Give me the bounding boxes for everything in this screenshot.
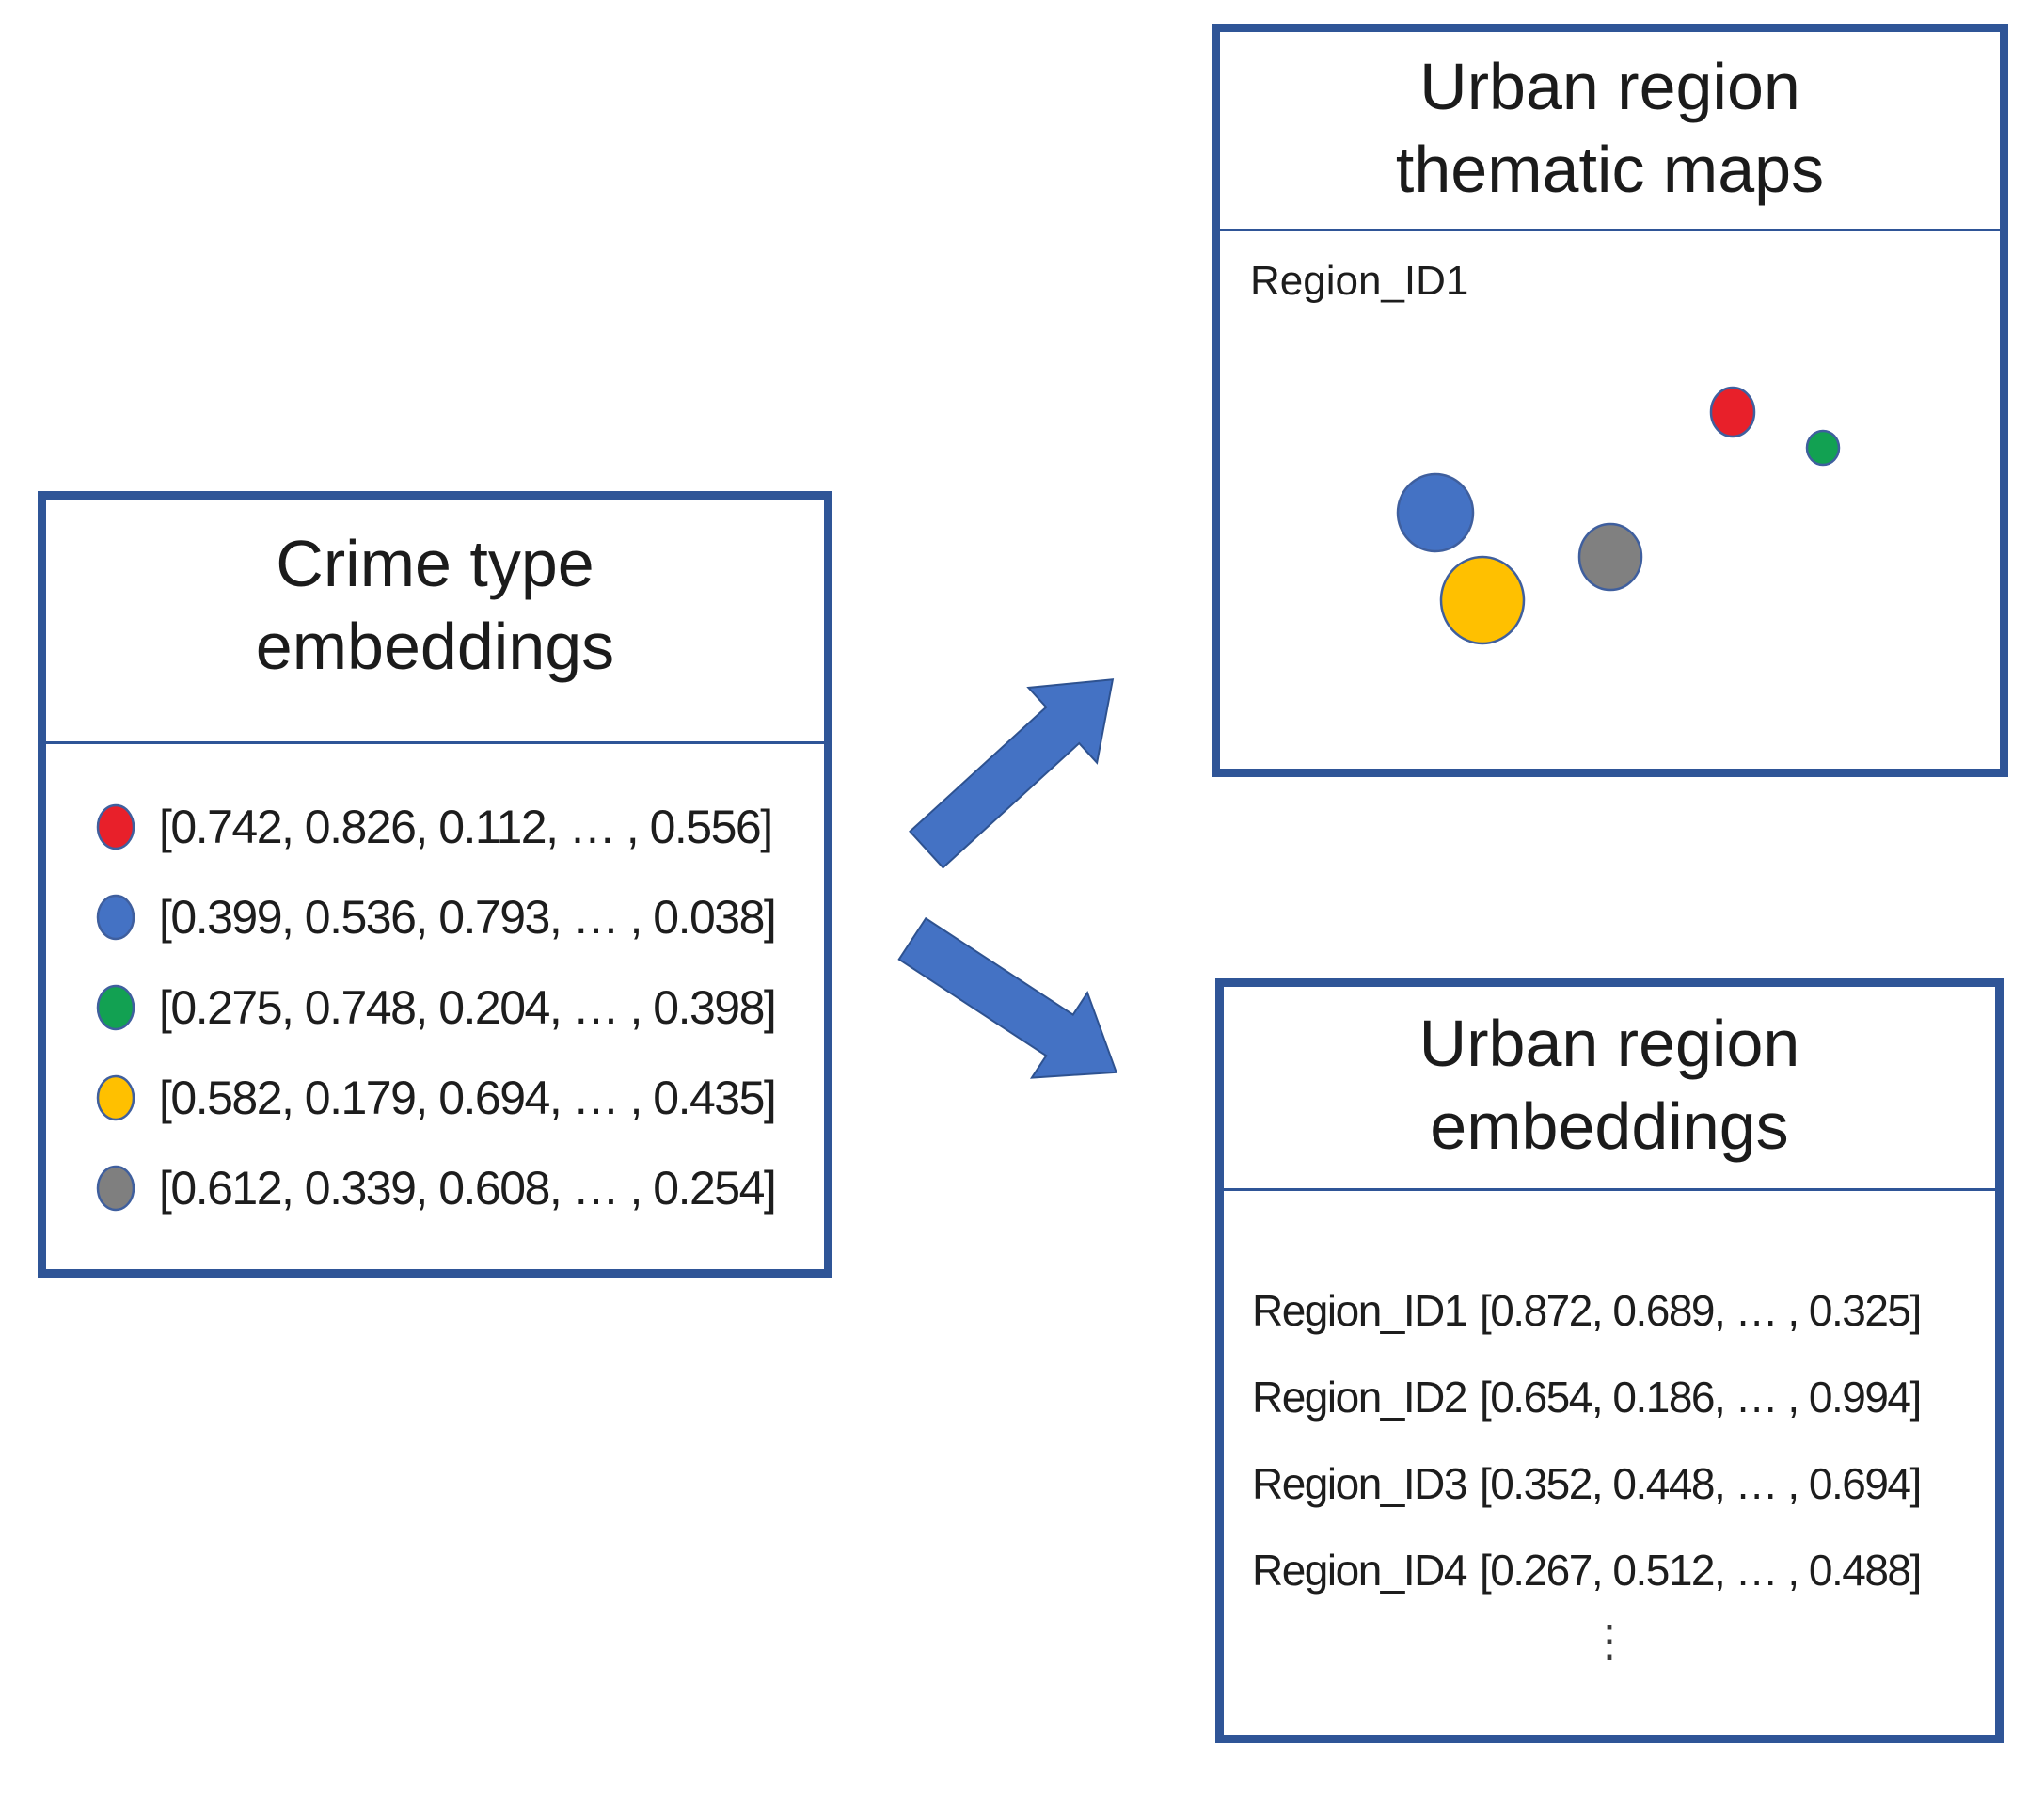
arrow-to-thematic-maps [909, 678, 1115, 869]
green-dot-icon [96, 984, 135, 1031]
map-dot-blue [1396, 472, 1475, 553]
embedding-vector: [0.399, 0.536, 0.793, … , 0.038] [159, 891, 777, 944]
region-embedding-rows: Region_ID1 [0.872, 0.689, … , 0.325] Reg… [1224, 1267, 1995, 1613]
map-dot-green [1805, 429, 1841, 467]
title-line-2: embeddings [255, 610, 615, 684]
crime-embedding-rows: [0.742, 0.826, 0.112, … , 0.556] [0.399,… [46, 782, 824, 1233]
map-dot-yellow [1439, 555, 1526, 645]
urban-region-embeddings-box: Urban region embeddings Region_ID1 [0.87… [1215, 978, 2004, 1743]
yellow-dot-icon [96, 1074, 135, 1121]
vertical-ellipsis: ⋮ [1588, 1616, 1631, 1665]
map-dot-gray [1577, 522, 1643, 592]
arrow-to-embeddings [897, 916, 1118, 1079]
title-line-1: Crime type [276, 527, 594, 600]
region-id-label: Region_ID1 [1250, 258, 1469, 304]
region-vector: [0.267, 0.512, … , 0.488] [1479, 1546, 1922, 1595]
region-vector: [0.872, 0.689, … , 0.325] [1479, 1286, 1922, 1335]
title-separator [46, 741, 824, 744]
red-dot-icon [96, 803, 135, 850]
region-id: Region_ID3 [1252, 1459, 1467, 1508]
crime-type-embeddings-box: Crime type embeddings [0.742, 0.826, 0.1… [38, 491, 832, 1278]
green-dot-shape [96, 984, 135, 1031]
region-vector: [0.654, 0.186, … , 0.994] [1479, 1373, 1922, 1422]
gray-dot-icon [96, 1165, 135, 1212]
title-line-1: Urban region [1419, 50, 1800, 123]
blue-dot-shape [96, 894, 135, 941]
crime-embedding-row: [0.399, 0.536, 0.793, … , 0.038] [46, 872, 824, 962]
embeddings-box-title: Urban region embeddings [1224, 1002, 1995, 1168]
region-row: Region_ID3 [0.352, 0.448, … , 0.694] [1224, 1440, 1995, 1527]
red-dot-shape [96, 803, 135, 850]
crime-embedding-row: [0.612, 0.339, 0.608, … , 0.254] [46, 1143, 824, 1233]
region-vector: [0.352, 0.448, … , 0.694] [1479, 1459, 1922, 1508]
title-line-2: thematic maps [1395, 133, 1825, 207]
embedding-vector: [0.275, 0.748, 0.204, … , 0.398] [159, 981, 777, 1034]
embedding-vector: [0.742, 0.826, 0.112, … , 0.556] [159, 801, 773, 853]
thematic-box-title: Urban region thematic maps [1220, 45, 2000, 211]
title-line-1: Urban region [1418, 1007, 1800, 1080]
yellow-dot-shape [96, 1074, 135, 1121]
region-row: Region_ID2 [0.654, 0.186, … , 0.994] [1224, 1354, 1995, 1440]
region-id: Region_ID2 [1252, 1373, 1467, 1422]
gray-dot-shape [96, 1165, 135, 1212]
crime-embedding-row: [0.742, 0.826, 0.112, … , 0.556] [46, 782, 824, 872]
crime-box-title: Crime type embeddings [46, 522, 824, 688]
embedding-vector: [0.582, 0.179, 0.694, … , 0.435] [159, 1072, 777, 1124]
region-id: Region_ID4 [1252, 1546, 1467, 1595]
crime-embedding-row: [0.275, 0.748, 0.204, … , 0.398] [46, 962, 824, 1053]
map-dot-red [1709, 386, 1756, 438]
thematic-map-scatter [1396, 386, 1841, 645]
title-separator [1220, 229, 2000, 231]
title-line-2: embeddings [1430, 1089, 1789, 1164]
region-row: Region_ID1 [0.872, 0.689, … , 0.325] [1224, 1267, 1995, 1354]
region-row: Region_ID4 [0.267, 0.512, … , 0.488] [1224, 1527, 1995, 1613]
blue-dot-icon [96, 894, 135, 941]
embedding-vector: [0.612, 0.339, 0.608, … , 0.254] [159, 1162, 777, 1215]
urban-region-thematic-maps-box: Urban region thematic maps Region_ID1 [1212, 24, 2008, 777]
region-id: Region_ID1 [1252, 1286, 1467, 1335]
crime-embedding-row: [0.582, 0.179, 0.694, … , 0.435] [46, 1053, 824, 1143]
title-separator [1224, 1188, 1995, 1191]
